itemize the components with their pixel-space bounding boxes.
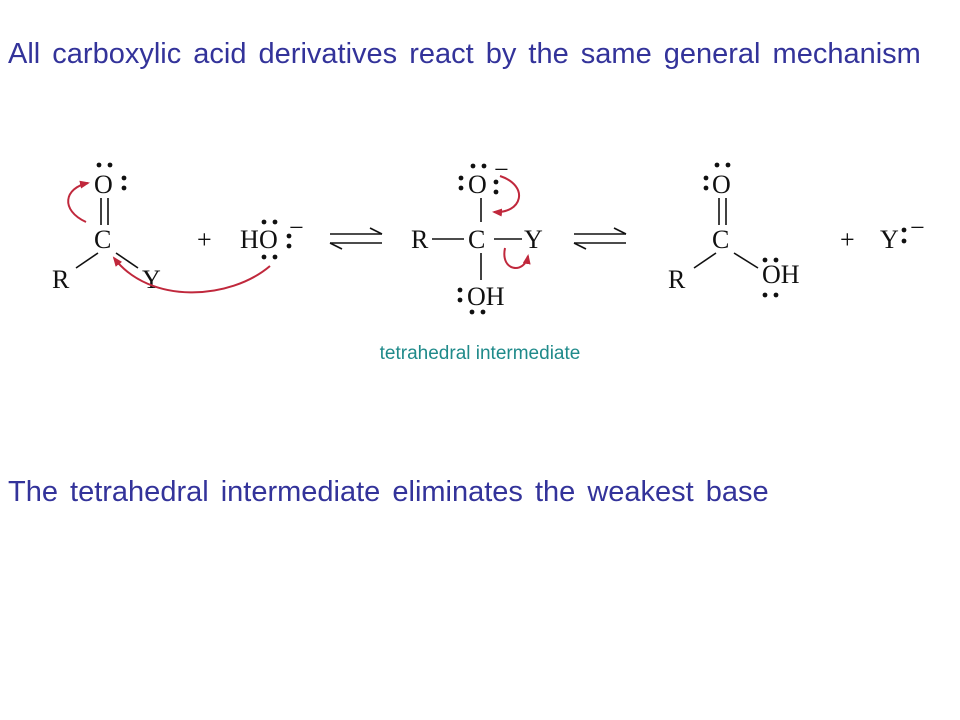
- intermediate-y-group: Y: [524, 225, 543, 254]
- negative-charge: −: [289, 213, 304, 242]
- lone-pair-dots: [96, 162, 127, 191]
- product-carbon: C: [712, 225, 729, 254]
- curved-arrow-leaving-group: [503, 247, 531, 269]
- hydroxide-nucleophile: H O −: [112, 213, 304, 294]
- intermediate-caption: tetrahedral intermediate: [379, 343, 581, 364]
- intermediate-r-group: R: [411, 225, 429, 254]
- equilibrium-arrow-1: [329, 227, 383, 250]
- plus-sign-2: +: [840, 225, 855, 254]
- slide-footer-statement: The tetrahedral intermediate eliminates …: [8, 476, 769, 508]
- reactant-carbon: C: [94, 225, 111, 254]
- leaving-group-y: Y: [880, 225, 899, 254]
- nucleophile-oxygen: O: [259, 225, 278, 254]
- reactant-y-group: Y: [142, 265, 161, 294]
- leaving-group: Y −: [880, 213, 925, 254]
- reactant-r-group: R: [52, 265, 70, 294]
- curved-arrow-pi-bond: [67, 180, 90, 223]
- bond-c-y: [115, 252, 139, 269]
- product-oxygen: O: [712, 170, 731, 199]
- bond-c-r: [75, 252, 99, 269]
- product-r-group: R: [668, 265, 686, 294]
- nucleophile-hydrogen: H: [240, 225, 259, 254]
- intermediate-hydroxyl: OH: [467, 282, 505, 311]
- reactant-oxygen: O: [94, 170, 113, 199]
- tetrahedral-intermediate-molecule: O − R C Y OH: [411, 155, 543, 315]
- equilibrium-arrow-2: [573, 227, 627, 250]
- intermediate-carbon: C: [468, 225, 485, 254]
- intermediate-negative-charge: −: [494, 155, 509, 184]
- intermediate-oxygen: O: [468, 170, 487, 199]
- leaving-group-charge: −: [910, 213, 925, 242]
- slide-title: All carboxylic acid derivatives react by…: [8, 38, 921, 70]
- curved-arrow-reform-carbonyl: [492, 175, 520, 217]
- reactant-molecule: O C R Y: [52, 162, 161, 294]
- curved-arrow-nucleophilic-attack: [112, 256, 271, 294]
- carboxylic-acid-product: O C R OH: [668, 162, 800, 298]
- product-hydroxyl: OH: [762, 260, 800, 289]
- plus-sign-1: +: [197, 225, 212, 254]
